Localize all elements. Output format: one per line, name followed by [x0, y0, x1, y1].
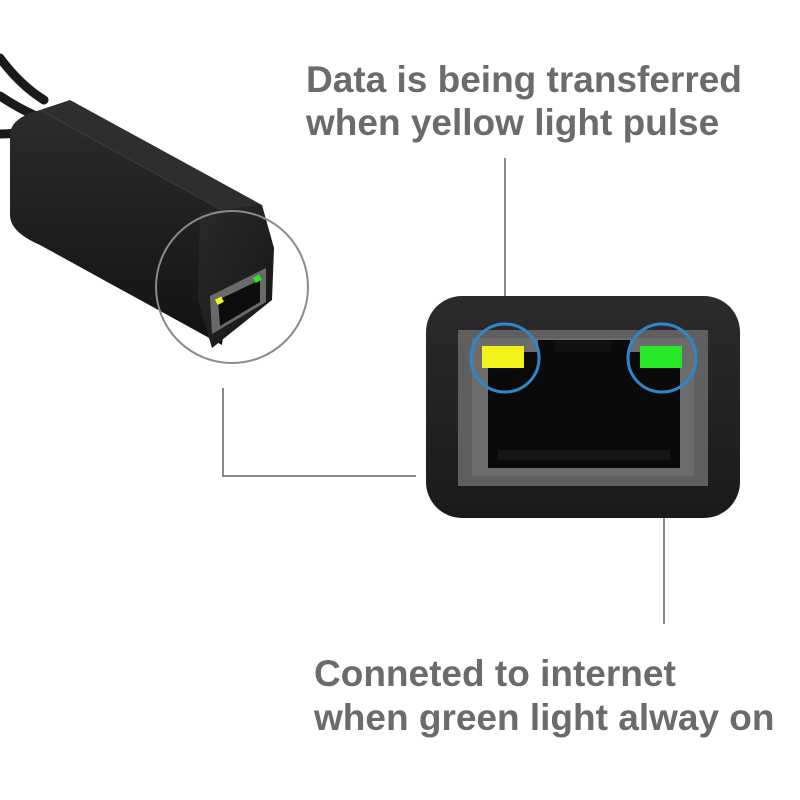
- magnifier-circle: [155, 210, 309, 364]
- small-rj45-port-icon: [210, 268, 266, 334]
- yellow-caption-line-2: when yellow light pulse: [306, 102, 720, 143]
- green-caption-line-2: when green light alway on: [314, 697, 775, 738]
- small-green-led-icon: [252, 274, 262, 284]
- yellow-caption-line-1: Data is being transferred: [306, 59, 742, 100]
- rj45-port-icon: [426, 296, 740, 518]
- green-led-icon: [640, 346, 682, 368]
- small-yellow-led-icon: [214, 296, 224, 306]
- green-light-caption: Conneted to internet when green light al…: [314, 652, 775, 740]
- green-caption-line-1: Conneted to internet: [314, 653, 676, 694]
- yellow-led-icon: [482, 346, 524, 368]
- yellow-callout-circle: [469, 322, 541, 394]
- magnifier-leader-line: [222, 388, 416, 477]
- green-callout-circle: [626, 322, 698, 394]
- yellow-light-caption: Data is being transferred when yellow li…: [306, 58, 742, 144]
